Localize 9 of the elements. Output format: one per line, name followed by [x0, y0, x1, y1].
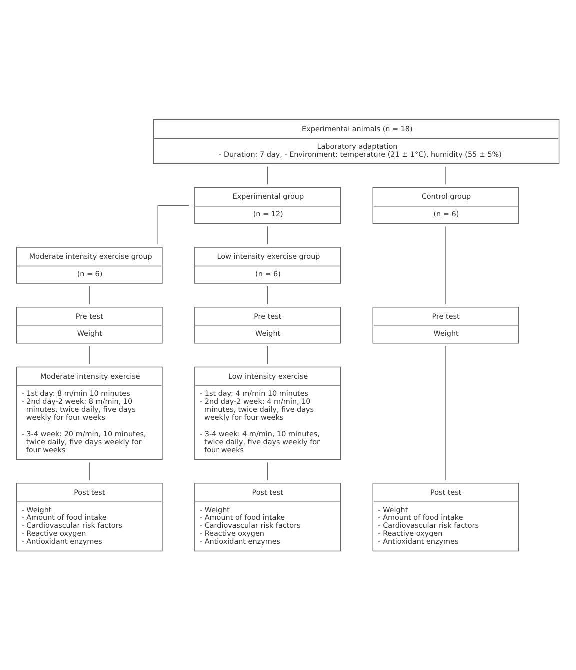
connector: [89, 462, 90, 480]
connector: [267, 346, 268, 364]
connector: [89, 286, 90, 304]
connector: [267, 166, 268, 184]
connector: [158, 204, 190, 244]
connector: [267, 286, 268, 304]
connector: [267, 462, 268, 480]
connector: [89, 346, 90, 364]
connector: [267, 226, 268, 244]
